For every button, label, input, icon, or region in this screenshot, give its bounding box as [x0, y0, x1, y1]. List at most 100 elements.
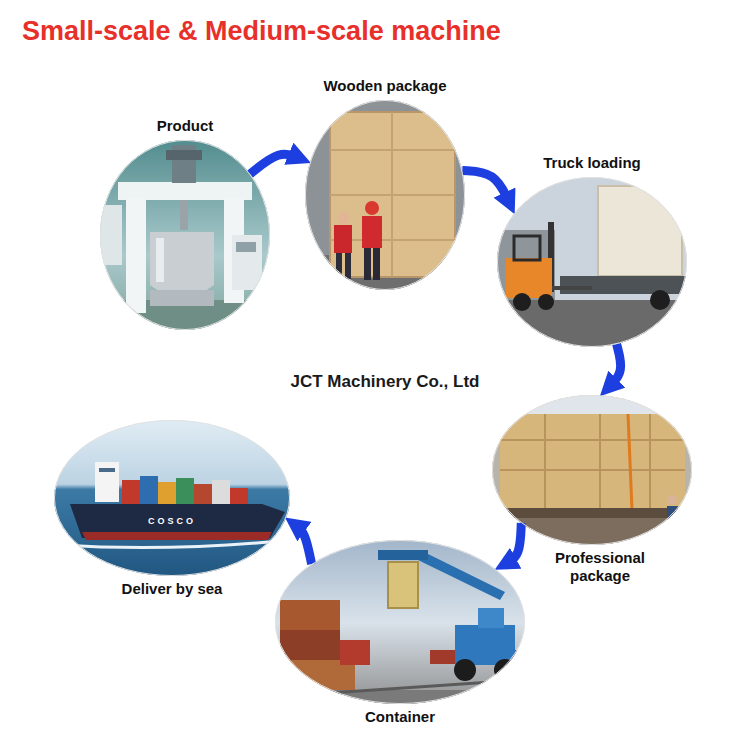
- photo-oval: [100, 140, 270, 330]
- photo-part: [232, 142, 248, 158]
- photo-part: [513, 293, 531, 311]
- oval-outline: [493, 396, 692, 545]
- photo-part: [334, 225, 352, 253]
- photo-part: [212, 480, 230, 504]
- photo-part: [506, 258, 552, 298]
- photo-part: [538, 294, 554, 310]
- photo-part: [500, 469, 685, 471]
- photo-part: [500, 414, 685, 510]
- photo-part: [388, 562, 418, 608]
- photo-part: [95, 462, 119, 502]
- photo-part: [373, 248, 380, 280]
- photo-part: [150, 232, 214, 298]
- step-label: Truck loading: [543, 154, 641, 172]
- photo-part: [176, 478, 194, 504]
- photo-part: [336, 253, 342, 279]
- photo-part: [418, 552, 505, 600]
- photo-oval: [305, 100, 465, 290]
- photo-part: [514, 236, 540, 260]
- flow-arrow: [296, 525, 312, 564]
- photo-part: [280, 630, 340, 660]
- photo-part: [126, 198, 146, 313]
- step-label: Deliver by sea: [122, 580, 223, 598]
- photo-part: [194, 484, 212, 504]
- process-step: Container: [275, 540, 525, 704]
- photo-part: [100, 205, 122, 265]
- photo-part: [140, 476, 158, 504]
- photo-part: [490, 395, 695, 417]
- photo-oval: [497, 177, 687, 347]
- oval-outline: [498, 178, 687, 347]
- photo-part: [495, 175, 690, 350]
- photo-part: [166, 150, 202, 160]
- photo-part: [50, 415, 295, 580]
- process-step: Product: [100, 140, 270, 330]
- photo-part: [649, 414, 651, 510]
- photo-part: [236, 242, 256, 252]
- process-step: Professional package: [492, 395, 692, 545]
- photo-part: [300, 680, 520, 695]
- oval-outline: [101, 141, 270, 330]
- photo-part: [365, 201, 379, 215]
- photo-part: [650, 290, 670, 310]
- photo-part: [598, 186, 682, 276]
- photo-part: [478, 608, 504, 628]
- photo-oval: [275, 540, 525, 704]
- photo-oval: [54, 420, 290, 576]
- photo-part: [628, 414, 632, 510]
- photo-part: [340, 640, 370, 665]
- photo-part: [180, 200, 188, 230]
- flow-arrow: [462, 170, 509, 202]
- photo-part: [500, 439, 685, 441]
- photo-part: [378, 550, 428, 560]
- flow-arrow: [506, 523, 521, 563]
- photo-part: [391, 112, 393, 277]
- photo-part: [560, 276, 690, 294]
- crate-photo: [300, 95, 470, 295]
- photo-part: [280, 600, 340, 630]
- photo-part: [345, 253, 351, 279]
- photo-part: [156, 238, 164, 282]
- photo-part: [330, 112, 455, 277]
- photo-part: [544, 414, 546, 510]
- photo-part: [494, 659, 516, 681]
- step-label: Professional package: [540, 549, 660, 585]
- photo-part: [158, 482, 176, 504]
- process-step: Deliver by sea: [54, 420, 290, 576]
- photo-part: [150, 290, 214, 306]
- photo-part: [95, 135, 275, 335]
- mixer-photo: [95, 135, 275, 340]
- truck-photo: [495, 175, 690, 350]
- process-step: Truck loading: [497, 177, 687, 347]
- step-label: Container: [365, 708, 435, 726]
- photo-part: [454, 659, 476, 681]
- photo-part: [599, 414, 601, 510]
- photo-part: [330, 112, 455, 277]
- photo-part: [122, 480, 140, 504]
- ship-photo: [50, 415, 295, 580]
- diagram-title: Small-scale & Medium-scale machine: [22, 16, 501, 47]
- photo-part: [455, 625, 515, 665]
- photo-part: [300, 95, 470, 295]
- photo-oval: [492, 395, 692, 545]
- process-step: Wooden package: [305, 100, 465, 290]
- photo-part: [118, 182, 252, 200]
- flow-arrow: [250, 154, 299, 174]
- photo-part: [500, 508, 685, 518]
- photo-part: [337, 212, 349, 224]
- photo-part: [388, 562, 418, 608]
- photo-part: [362, 216, 382, 248]
- company-name: JCT Machinery Co., Ltd: [291, 372, 480, 392]
- step-label: Product: [157, 117, 214, 135]
- photo-part: [598, 186, 682, 276]
- hull-lettering: COSCO: [148, 516, 196, 526]
- photo-part: [495, 230, 555, 300]
- oval-outline: [306, 101, 465, 290]
- step-label: Wooden package: [323, 77, 446, 95]
- photo-part: [82, 532, 272, 540]
- photo-part: [552, 286, 592, 290]
- photo-part: [364, 248, 371, 280]
- photo-part: [232, 235, 262, 290]
- flow-arrow: [609, 344, 620, 387]
